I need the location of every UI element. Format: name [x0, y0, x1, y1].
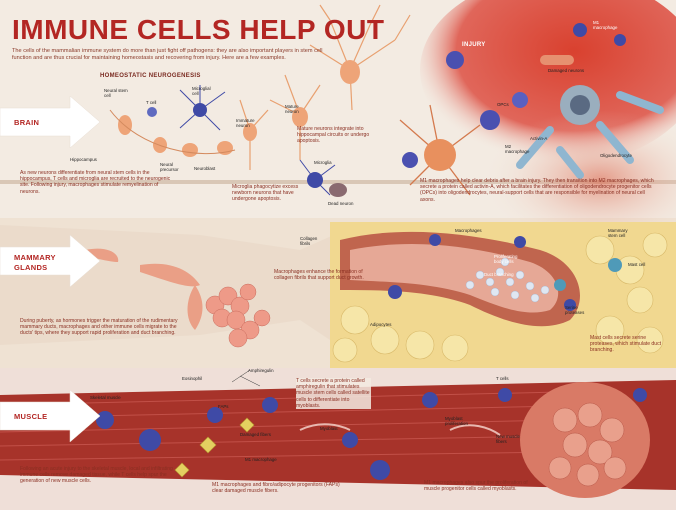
label-m1-macrophage-muscle: M1 macrophage — [245, 457, 277, 462]
brain-subtitle: HOMEOSTATIC NEUROGENESIS — [100, 73, 201, 79]
myoblasts — [299, 423, 501, 436]
injury-cells — [399, 23, 664, 196]
neurogenesis-row — [118, 115, 233, 157]
muscle-bundles — [548, 402, 627, 487]
mammary-ducts — [85, 248, 203, 330]
mammary-caption-mast: Mast cells secrete serine proteases, whi… — [590, 335, 662, 354]
pathway-line — [109, 109, 236, 155]
label-microglial-cell: Microglial cell — [192, 86, 211, 96]
brain-caption-left: As new neurons differentiate from neural… — [20, 170, 171, 195]
label-damaged-neurons: Damaged neurons — [548, 68, 585, 73]
proliferating-cells — [465, 257, 550, 303]
divider — [0, 180, 676, 184]
brain-caption-phagocytize: Microglia phagocytize excess newborn neu… — [232, 184, 299, 203]
label-immature-neuron: Immature neuron — [236, 118, 255, 128]
mammary-caption-macrophages: Macrophages enhance the formation of col… — [274, 269, 364, 282]
label-proliferating-body-cells: Proliferating body cells — [494, 254, 518, 264]
muscle-immune-cells — [96, 388, 647, 480]
label-opcs: OPCs — [497, 102, 509, 107]
label-neural-precursor: Neural precursor — [160, 162, 179, 172]
section-label-mammary-1: MAMMARY — [14, 253, 56, 262]
microglia-cells — [147, 85, 336, 196]
label-myoblast-proliferation: Myoblast proliferation — [445, 416, 468, 426]
brain-caption-integrate: Mature neurons integrate into hippocampa… — [297, 126, 370, 145]
injury-label: INJURY — [462, 42, 486, 48]
muscle-caption-tcells: T cells secrete a protein called amphire… — [296, 378, 371, 410]
muscle-caption-left: Following an acute injury to the skeleta… — [20, 466, 173, 485]
label-collagen-fibrils: Collagen fibrils — [300, 236, 318, 246]
label-damaged-fibers: Damaged fibers — [240, 432, 271, 437]
label-t-cell: T cell — [146, 100, 157, 105]
section-label-mammary-2: GLANDS — [14, 263, 48, 272]
pointer-lines — [231, 369, 261, 387]
neuron-cell — [340, 60, 360, 84]
label-microglia: Microglia — [314, 160, 332, 165]
muscle-caption-m1: M1 macrophages also spur the proliferati… — [424, 480, 528, 493]
label-macrophages: Macrophages — [455, 228, 482, 233]
section-label-brain: BRAIN — [14, 118, 40, 127]
label-m1-macrophage-brain: M1 macrophage — [593, 20, 618, 30]
label-faps: FAPs — [218, 404, 229, 409]
dead-neuron — [329, 183, 347, 197]
label-skeletal-muscle: Skeletal muscle — [90, 395, 121, 400]
label-duct-branching: Duct branching — [484, 272, 514, 277]
page-title: IMMUNE CELLS HELP OUT — [12, 14, 385, 45]
mammary-macrophages — [388, 234, 576, 311]
adipocytes — [332, 232, 668, 363]
label-oligodendrocyte: Oligodendrocyte — [600, 153, 632, 158]
mast-cells — [554, 258, 622, 291]
label-eosinophil: Eosinophil — [182, 376, 203, 381]
brain-caption-injury: M1 macrophages help clear debris after a… — [420, 178, 654, 203]
label-activin-a: Activin-A — [530, 136, 548, 141]
label-mast-cell: Mast cell — [628, 262, 646, 267]
label-mature-neuron: Mature neuron — [285, 104, 299, 114]
label-new-muscle-fibers: New muscle fibers — [496, 434, 520, 444]
label-serine-proteases: Serine proteases — [565, 305, 585, 315]
neuron-cell — [292, 107, 308, 127]
neuron-dendrites — [239, 4, 411, 170]
label-hippocampus: Hippocampus — [70, 157, 97, 162]
neuron-cell — [243, 123, 257, 141]
mammary-caption-left: During puberty, as hormones trigger the … — [20, 318, 178, 337]
section-label-muscle: MUSCLE — [14, 412, 48, 421]
label-t-cells: T cells — [496, 376, 509, 381]
label-amphiregulin: Amphiregulin — [248, 368, 274, 373]
faps — [174, 417, 255, 478]
label-myoblast: Myoblast — [320, 426, 338, 431]
intro-text: The cells of the mammalian immune system… — [12, 48, 323, 61]
label-dead-neuron: Dead neuron — [328, 201, 354, 206]
injury-glow-lower — [480, 110, 676, 250]
muscle-caption-fap: M1 macrophages and fibro/adipocyte proge… — [212, 482, 340, 495]
label-adipocytes: Adipocytes — [370, 322, 392, 327]
label-neuroblast: Neuroblast — [194, 166, 216, 171]
label-neural-stem-cell: Neural stem cell — [104, 88, 128, 98]
label-m2-macrophage: M2 macrophage — [505, 144, 530, 154]
alveoli-clusters — [205, 283, 271, 348]
label-mammary-stem-cell: Mammary stem cell — [608, 228, 628, 238]
